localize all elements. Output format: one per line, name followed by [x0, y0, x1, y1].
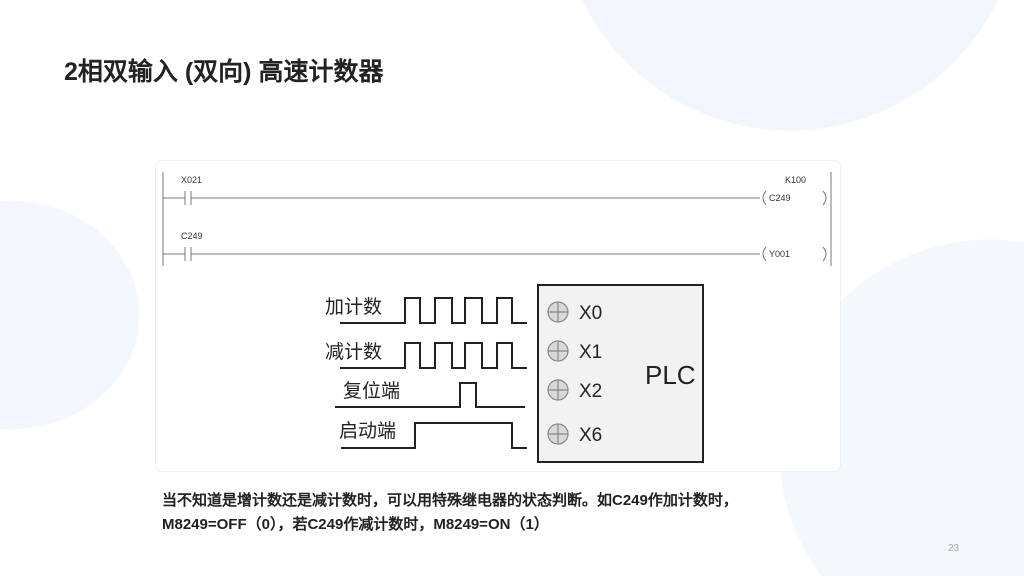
rung-1 — [163, 190, 827, 206]
contact-label: X021 — [181, 175, 202, 185]
timing-diagram — [335, 297, 527, 449]
terminal-icon — [547, 423, 569, 445]
waveform-reset — [335, 382, 525, 408]
ladder-diagram — [162, 172, 832, 266]
caption-line: 当不知道是增计数还是减计数时，可以用特殊继电器的状态判断。如C249作加计数时， — [162, 492, 738, 509]
waveform-down-count — [340, 342, 527, 369]
rung-2 — [163, 246, 827, 262]
terminal-label: X1 — [579, 342, 602, 363]
plc-label: PLC — [645, 360, 696, 390]
signal-label: 复位端 — [343, 380, 400, 402]
terminal-icon — [547, 340, 569, 362]
caption: 当不知道是增计数还是减计数时，可以用特殊继电器的状态判断。如C249作加计数时，… — [162, 489, 922, 537]
page-number: 23 — [948, 543, 960, 554]
coil-label: C249 — [769, 193, 791, 203]
waveform-up-count — [340, 297, 527, 324]
constant-label: K100 — [785, 175, 806, 185]
terminal-label: X2 — [579, 381, 602, 402]
caption-line: M8249=OFF（0），若C249作减计数时，M8249=ON（1） — [162, 516, 549, 533]
terminal-label: X6 — [579, 425, 602, 446]
terminal-icon — [547, 301, 569, 323]
terminal-icon — [547, 379, 569, 401]
page-title: 2相双输入 (双向) 高速计数器 — [64, 58, 384, 86]
waveform-start — [341, 422, 527, 449]
signal-label: 加计数 — [325, 296, 382, 318]
signal-label: 启动端 — [339, 420, 396, 442]
terminal-label: X0 — [579, 303, 602, 324]
contact-label: C249 — [181, 231, 203, 241]
signal-label: 减计数 — [325, 341, 382, 363]
coil-label: Y001 — [769, 249, 790, 259]
